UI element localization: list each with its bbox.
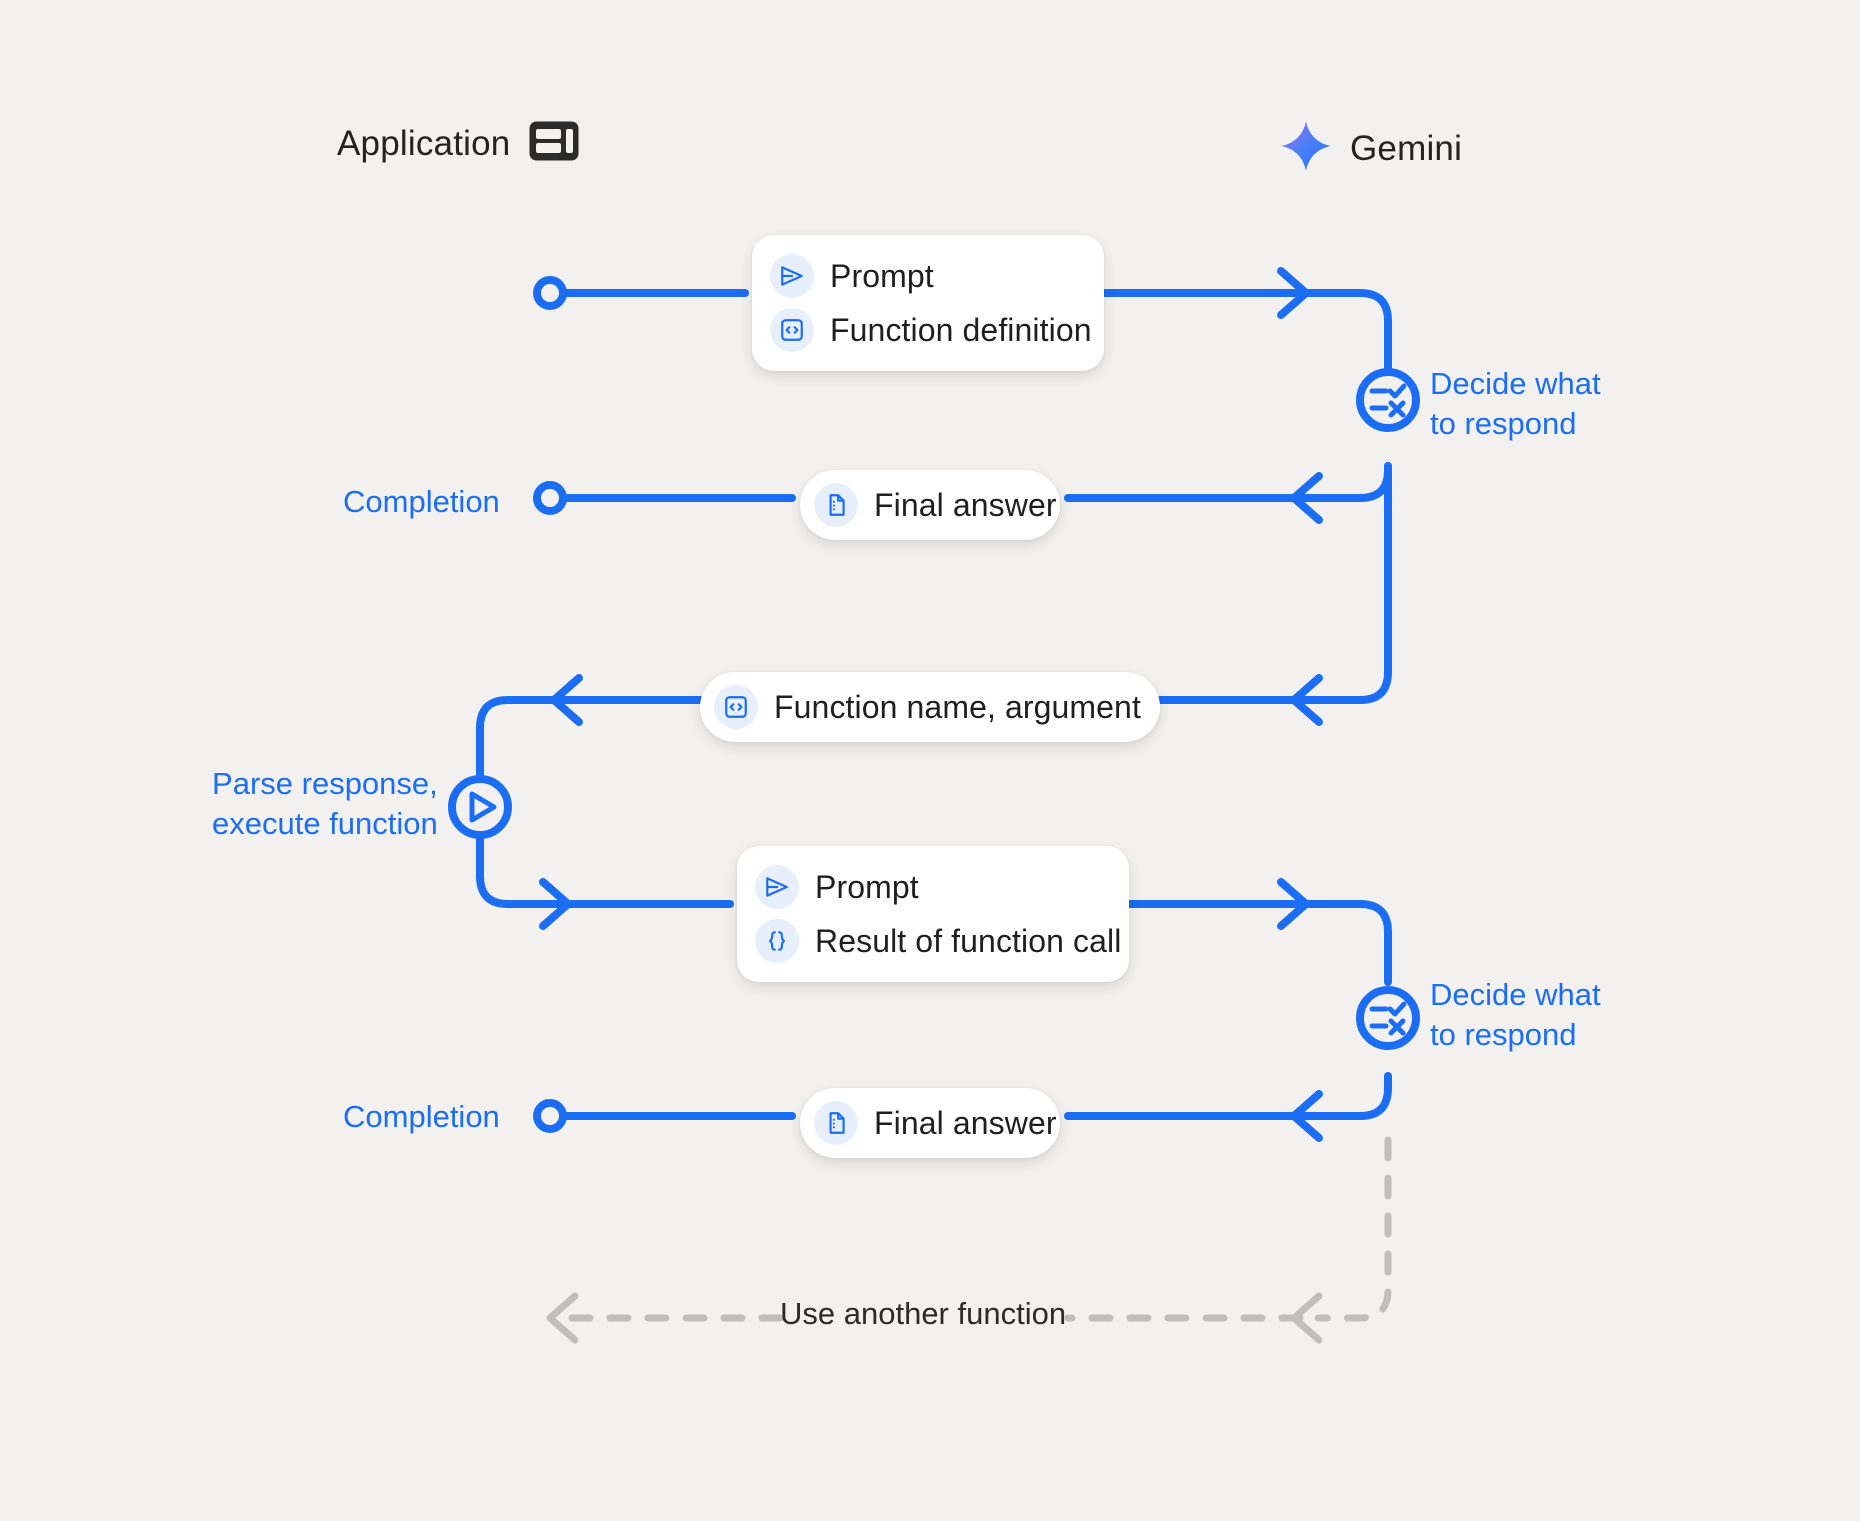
wire-request-1-curve <box>1296 289 1392 376</box>
message-item: Function name, argument <box>714 680 1141 734</box>
arrowhead-response-2 <box>1290 1090 1323 1142</box>
wire-funccall-curve <box>1296 646 1392 704</box>
message-item: Prompt <box>755 860 1099 914</box>
message-item: Final answer <box>814 478 1057 532</box>
activity-label-decide-2: Decide what to respond <box>1430 977 1601 1052</box>
node-label-completion-1: Completion <box>343 484 500 519</box>
wire-loop-vertical <box>1314 1136 1392 1322</box>
rule-checklist-icon <box>1369 1001 1407 1036</box>
rule-checklist-icon <box>1369 383 1407 418</box>
node-start <box>533 276 567 310</box>
loop-label: Use another function <box>780 1296 1067 1331</box>
wire-response-2-curve <box>1296 1072 1392 1120</box>
arrowhead-request-1 <box>1277 267 1310 319</box>
wire-request-2-curve <box>1296 900 1392 986</box>
activity-decide-2 <box>1356 986 1420 1050</box>
node-label-completion-2: Completion <box>343 1099 500 1134</box>
arrowhead-request-2 <box>1277 878 1310 930</box>
node-completion-1 <box>533 481 567 515</box>
document-icon <box>814 1101 858 1145</box>
code-brackets-icon <box>714 685 758 729</box>
arrowhead-response-1 <box>1290 472 1323 524</box>
message-item: Result of function call <box>755 914 1121 968</box>
message-item: Prompt <box>770 249 1074 303</box>
gemini-sparkle-icon <box>1280 120 1332 177</box>
wire-parse-out <box>476 824 561 908</box>
message-card-response-2[interactable]: Final answer <box>800 1088 1060 1158</box>
arrowhead-loop-app <box>546 1292 579 1344</box>
message-item-label: Prompt <box>830 257 934 294</box>
lane-label-application: Application <box>337 123 511 163</box>
wire-parse-in <box>476 696 564 786</box>
arrowhead-loop-gemini <box>1290 1292 1323 1344</box>
activity-label-parse: Parse response, execute function <box>212 766 438 841</box>
message-item-label: Result of function call <box>815 922 1122 959</box>
message-item-label: Prompt <box>815 868 919 905</box>
document-icon <box>814 483 858 527</box>
lane-header-application: Application <box>337 120 580 167</box>
activity-label-decide-1: Decide what to respond <box>1430 366 1601 441</box>
send-arrow-icon <box>770 254 814 298</box>
wire-response-1-curve <box>1296 462 1392 502</box>
message-item-label: Function definition <box>830 311 1092 348</box>
activity-parse <box>448 775 512 839</box>
lane-header-gemini: Gemini <box>1280 120 1462 177</box>
lane-label-gemini: Gemini <box>1350 128 1463 168</box>
message-item-label: Function name, argument <box>774 688 1141 725</box>
arrowhead-funccall-app <box>550 674 583 726</box>
message-item-label: Final answer <box>874 1104 1057 1141</box>
message-card-response-1[interactable]: Final answer <box>800 470 1060 540</box>
arrowhead-request-2-app <box>539 878 572 930</box>
play-triangle-icon <box>469 791 497 823</box>
arrowhead-funccall-gemini <box>1290 674 1323 726</box>
message-item: Final answer <box>814 1096 1057 1150</box>
activity-decide-1 <box>1356 368 1420 432</box>
message-card-request-1[interactable]: Prompt Function definition <box>752 235 1104 371</box>
node-completion-2 <box>533 1099 567 1133</box>
code-brackets-icon <box>770 308 814 352</box>
message-card-request-2[interactable]: Prompt Result of function call <box>737 846 1129 982</box>
message-card-function-call[interactable]: Function name, argument <box>700 672 1160 742</box>
curly-braces-icon <box>755 919 799 963</box>
message-item-label: Final answer <box>874 486 1057 523</box>
dashboard-layout-icon <box>528 120 580 167</box>
message-item: Function definition <box>770 303 1092 357</box>
send-arrow-icon <box>755 865 799 909</box>
